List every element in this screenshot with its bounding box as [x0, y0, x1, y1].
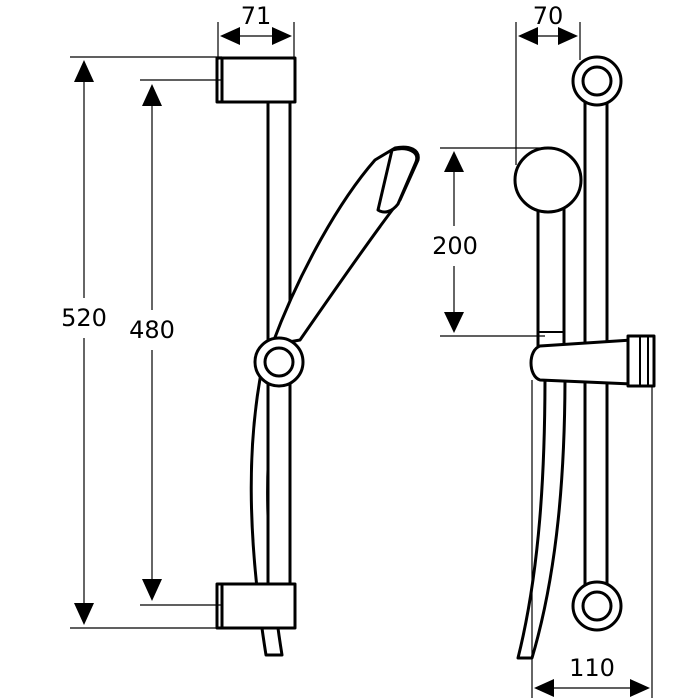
side-bottom-ring — [571, 580, 623, 632]
dimension-label-480: 480 — [129, 316, 175, 344]
dimension-slider-width: 110 — [531, 380, 653, 698]
front-slider-ring — [253, 336, 305, 388]
dimension-label-200: 200 — [432, 232, 478, 260]
side-top-ring — [571, 55, 623, 107]
dimension-rail-height: 480 — [123, 79, 222, 606]
dimension-label-71: 71 — [241, 2, 272, 30]
side-handshower-handle — [536, 198, 566, 352]
dimension-label-110: 110 — [569, 654, 615, 682]
dimension-label-70: 70 — [533, 2, 564, 30]
dimension-side-depth: 70 — [515, 2, 581, 165]
dimension-label-520: 520 — [61, 304, 107, 332]
side-view — [513, 55, 656, 660]
dimension-front-depth: 71 — [217, 2, 295, 60]
front-top-bracket — [215, 56, 297, 104]
side-hose — [516, 373, 567, 660]
dimension-overall-height: 520 — [55, 56, 222, 629]
side-shower-head — [513, 146, 583, 214]
dimension-handshower-offset: 200 — [426, 147, 545, 337]
side-slider — [529, 334, 656, 388]
front-view — [215, 56, 420, 657]
front-bottom-bracket — [215, 582, 297, 630]
